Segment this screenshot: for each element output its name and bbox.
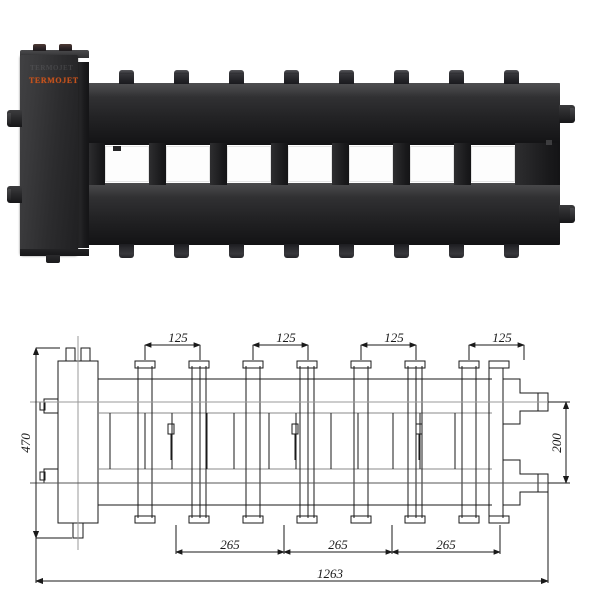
endcap-bottom-panel bbox=[20, 249, 89, 256]
dimension-125-2: 125 bbox=[276, 330, 296, 345]
bottom-port bbox=[229, 244, 244, 258]
vertical-connector-tube bbox=[88, 143, 105, 185]
top-port bbox=[174, 70, 189, 84]
endcap-top-port bbox=[33, 44, 46, 51]
dimension-470-height: 470 bbox=[18, 433, 33, 453]
manifold-window bbox=[471, 146, 515, 182]
bottom-port bbox=[449, 244, 464, 258]
top-port bbox=[119, 70, 134, 84]
top-port bbox=[449, 70, 464, 84]
manifold-right-web bbox=[515, 143, 560, 185]
bottom-port bbox=[174, 244, 189, 258]
dimension-200-height: 200 bbox=[549, 433, 564, 453]
dimension-125-3: 125 bbox=[384, 330, 404, 345]
endcap-top-port bbox=[59, 44, 72, 51]
top-port bbox=[229, 70, 244, 84]
dimension-125-4: 125 bbox=[492, 330, 512, 345]
endcap-side-panel bbox=[78, 62, 89, 248]
endcap-left-port bbox=[7, 186, 22, 203]
dimension-265-3: 265 bbox=[436, 537, 456, 552]
endcap-top-panel bbox=[20, 50, 89, 58]
technical-drawing: 125 125 125 125 265 265 265 1263 470 200 bbox=[0, 300, 600, 600]
product-photo: TERMOJET TERMOJET bbox=[7, 44, 575, 263]
endcap-bottom-port bbox=[46, 255, 60, 263]
right-side-port bbox=[559, 105, 575, 123]
vertical-connector-tube bbox=[149, 143, 166, 185]
top-port bbox=[284, 70, 299, 84]
manifold-window bbox=[227, 146, 271, 182]
dimension-125-1: 125 bbox=[168, 330, 188, 345]
manifold-window bbox=[166, 146, 210, 182]
vertical-connector-tube bbox=[393, 143, 410, 185]
bottom-port bbox=[504, 244, 519, 258]
bottom-port bbox=[394, 244, 409, 258]
brand-logo: TERMOJET bbox=[29, 75, 79, 86]
manifold-window bbox=[410, 146, 454, 182]
right-side-port bbox=[559, 205, 575, 223]
top-port bbox=[394, 70, 409, 84]
vertical-connector-tube bbox=[454, 143, 471, 185]
manifold-window bbox=[288, 146, 332, 182]
top-manifold-bar bbox=[88, 83, 560, 145]
dimension-265-2: 265 bbox=[328, 537, 348, 552]
manifold-window bbox=[349, 146, 393, 182]
bottom-manifold-bar bbox=[88, 183, 560, 245]
bottom-port bbox=[339, 244, 354, 258]
product-marking bbox=[546, 140, 552, 145]
vertical-connector-tube bbox=[332, 143, 349, 185]
bottom-port bbox=[119, 244, 134, 258]
endcap-left-port bbox=[7, 110, 22, 127]
dimension-total-length: 1263 bbox=[317, 566, 344, 581]
brand-logo-reflection: TERMOJET bbox=[30, 64, 74, 72]
dimension-265-1: 265 bbox=[220, 537, 240, 552]
top-port bbox=[339, 70, 354, 84]
vertical-connector-tube bbox=[271, 143, 288, 185]
window-notch bbox=[113, 146, 121, 151]
manifold-window bbox=[105, 146, 149, 182]
vertical-connector-tube bbox=[210, 143, 227, 185]
bottom-port bbox=[284, 244, 299, 258]
top-port bbox=[504, 70, 519, 84]
endcap-front-panel bbox=[20, 55, 78, 255]
